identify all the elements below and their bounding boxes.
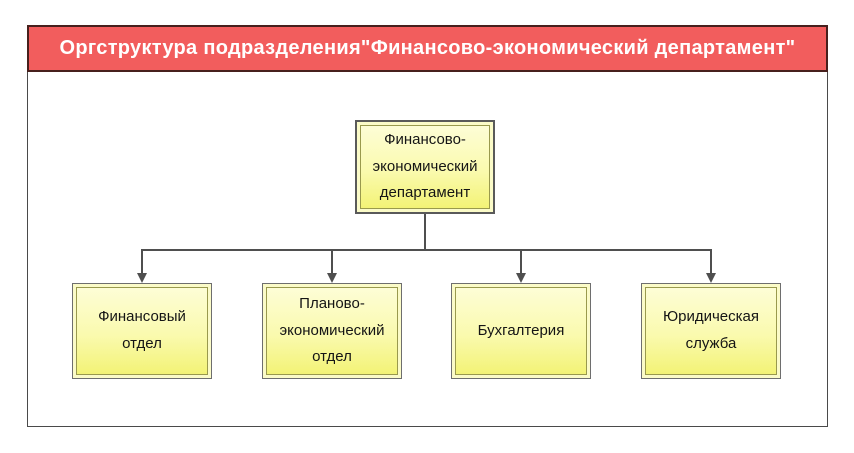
connector-drop-legal [710,250,712,274]
org-node-finance-dept[interactable]: Финансовый отдел [72,283,212,379]
org-node-accounting[interactable]: Бухгалтерия [451,283,591,379]
org-node-surface: Финансово- экономический департамент [360,125,490,209]
connector-horizontal-rail [141,249,712,251]
arrow-down-icon [137,273,147,283]
org-node-surface: Планово- экономический отдел [266,287,398,375]
org-node-surface: Бухгалтерия [455,287,587,375]
org-node-surface: Юридическая служба [645,287,777,375]
org-node-surface: Финансовый отдел [76,287,208,375]
org-node-root[interactable]: Финансово- экономический департамент [355,120,495,214]
connector-drop-finance [141,250,143,274]
org-node-label: Финансово- экономический департамент [372,130,478,202]
org-node-legal[interactable]: Юридическая служба [641,283,781,379]
org-node-label: Юридическая служба [662,308,760,352]
connector-drop-accounting [520,250,522,274]
arrow-down-icon [327,273,337,283]
org-node-label: Бухгалтерия [477,321,565,339]
connector-root-stub [424,214,426,251]
chart-title-bar: Оргструктура подразделения"Финансово-эко… [27,25,828,72]
arrow-down-icon [706,273,716,283]
org-node-label: Планово- экономический отдел [279,294,385,366]
arrow-down-icon [516,273,526,283]
chart-title: Оргструктура подразделения"Финансово-эко… [59,37,796,59]
org-node-planning-dept[interactable]: Планово- экономический отдел [262,283,402,379]
connector-drop-planning [331,250,333,274]
org-node-label: Финансовый отдел [98,308,186,352]
